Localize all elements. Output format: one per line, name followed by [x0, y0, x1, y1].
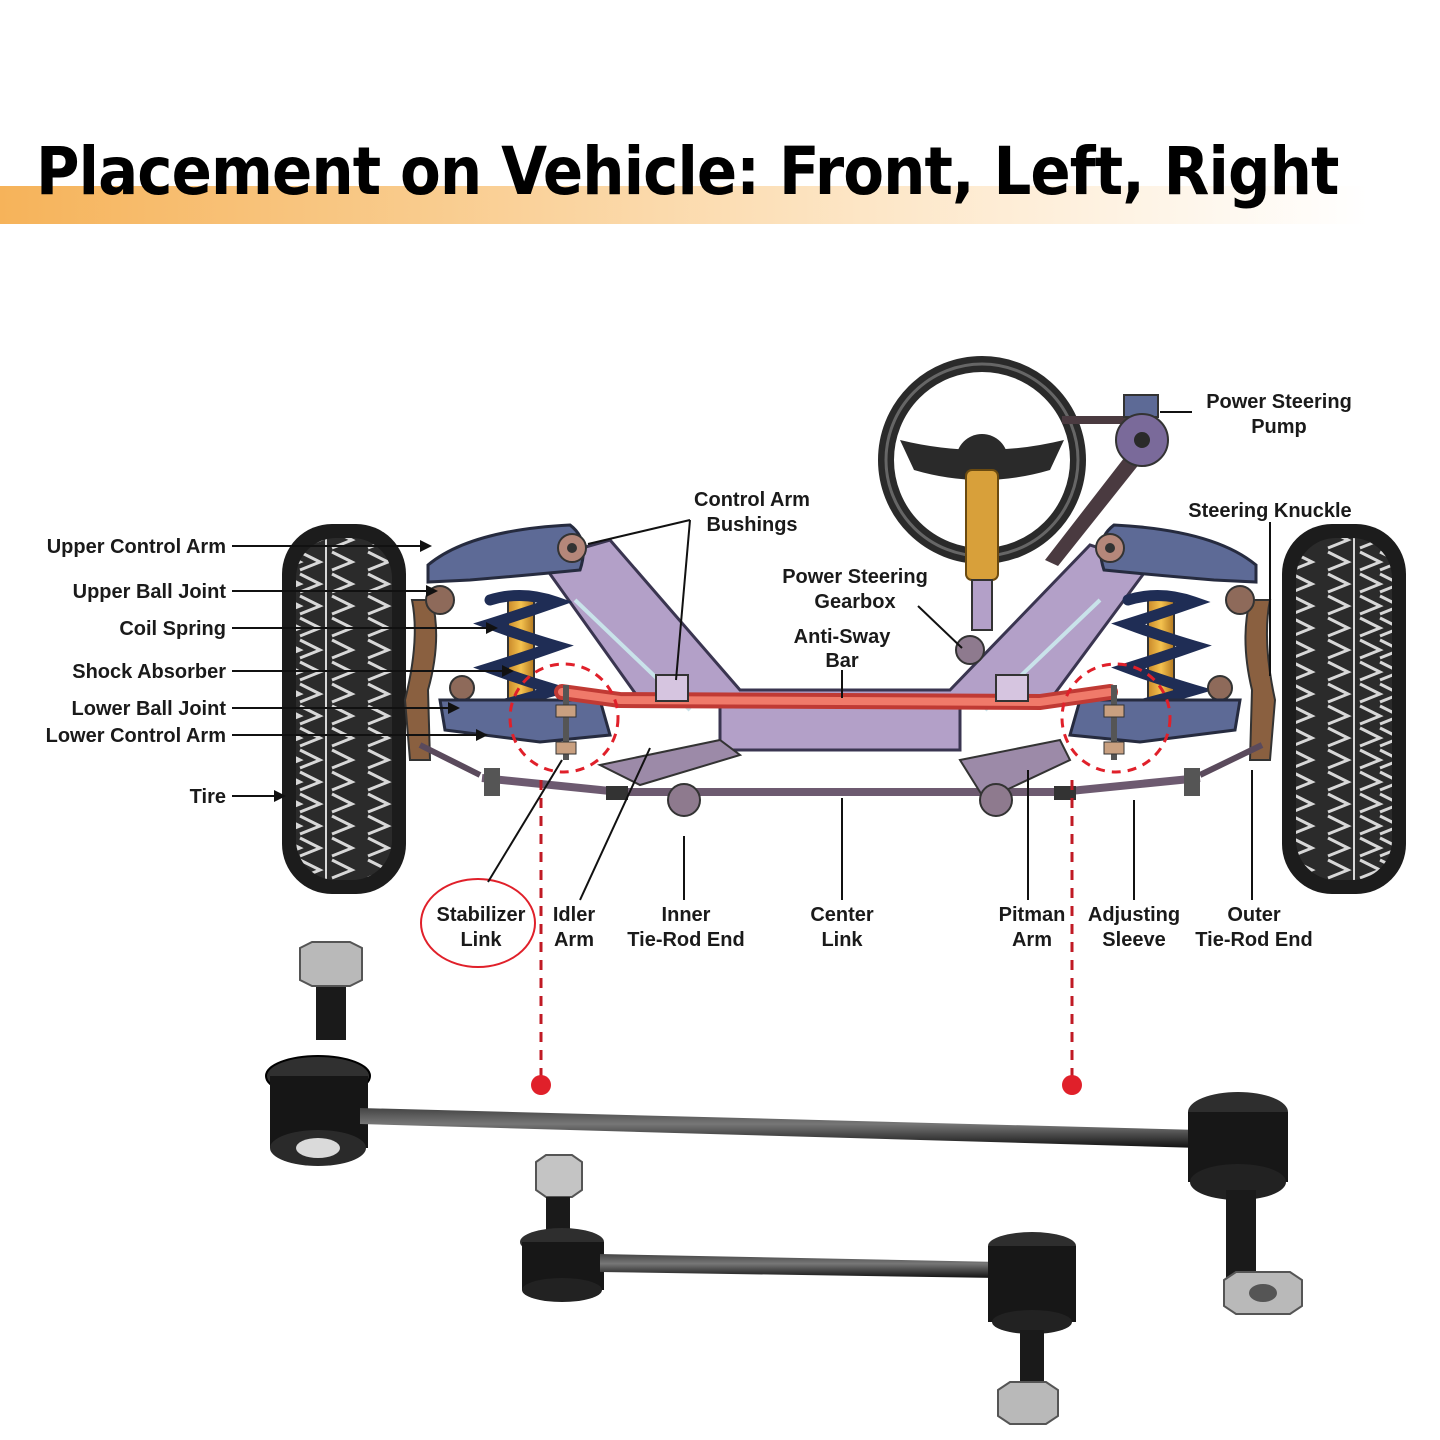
label-power-steering-pump-1: Power Steering — [1206, 391, 1352, 413]
label-upper-ball-joint: Upper Ball Joint — [73, 581, 227, 603]
steering-knuckle-left — [403, 599, 438, 761]
label-power-steering-gearbox-2: Gearbox — [814, 591, 895, 613]
lower-ball-joint-left — [449, 675, 475, 701]
label-control-arm-bushings-1: Control Arm — [694, 489, 810, 511]
label-center-link-1: Center — [810, 904, 874, 926]
inner-tie-rod-end — [667, 783, 701, 817]
stabilizer-link-part-icon — [265, 941, 1303, 1315]
label-anti-sway-bar-2: Bar — [825, 650, 859, 672]
power-steering-gearbox — [955, 635, 985, 665]
steering-linkage — [418, 738, 1264, 817]
label-shock-absorber: Shock Absorber — [72, 661, 226, 683]
page-title: Placement on Vehicle: Front, Left, Right — [36, 133, 1339, 210]
label-inner-tie-rod-end-1: Inner — [662, 904, 711, 926]
label-coil-spring: Coil Spring — [119, 618, 226, 640]
label-outer-tie-rod-end-2: Tie-Rod End — [1195, 929, 1312, 951]
label-adjusting-sleeve-2: Sleeve — [1102, 929, 1165, 951]
outer-tie-rod-end-right — [1184, 768, 1200, 796]
label-tire: Tire — [190, 786, 226, 808]
label-inner-tie-rod-end-2: Tie-Rod End — [627, 929, 744, 951]
stabilizer-link-short-part — [520, 1154, 1076, 1425]
frame-bushing-right — [995, 674, 1029, 702]
coil-spring-right — [1111, 589, 1214, 714]
label-idler-arm-1: Idler — [553, 904, 595, 926]
label-lower-control-arm: Lower Control Arm — [46, 725, 226, 747]
label-adjusting-sleeve-1: Adjusting — [1088, 904, 1180, 926]
label-power-steering-gearbox-1: Power Steering — [782, 566, 928, 588]
stabilizer-link-highlight — [420, 878, 536, 968]
label-stabilizer-link-1: Stabilizer — [437, 904, 526, 926]
label-power-steering-pump-2: Pump — [1251, 416, 1307, 438]
power-steering-pump — [1045, 394, 1169, 566]
label-upper-control-arm: Upper Control Arm — [47, 536, 226, 558]
lower-control-arm-right — [1068, 698, 1242, 744]
title-banner — [0, 186, 1440, 224]
label-outer-tie-rod-end-1: Outer — [1227, 904, 1281, 926]
label-control-arm-bushings-2: Bushings — [706, 514, 797, 536]
steering-wheel-icon — [878, 356, 1086, 665]
upper-control-arm-right — [1095, 523, 1258, 584]
label-center-link-2: Link — [821, 929, 863, 951]
frame-bushing-left — [655, 674, 689, 702]
upper-ball-joint-right — [1225, 585, 1255, 615]
label-pitman-arm-2: Arm — [1012, 929, 1052, 951]
steering-knuckle-right — [1244, 599, 1277, 761]
upper-control-arm-left — [426, 523, 587, 584]
label-stabilizer-link-2: Link — [460, 929, 502, 951]
label-idler-arm-2: Arm — [554, 929, 594, 951]
label-anti-sway-bar-1: Anti-Sway — [794, 626, 892, 648]
pitman-arm — [958, 738, 1072, 802]
outer-tie-rod-end-left — [484, 768, 500, 796]
tire-right — [1282, 524, 1406, 894]
stabilizer-link-left-diagram — [555, 685, 577, 760]
stabilizer-link-right-diagram — [1103, 685, 1125, 760]
idler-arm — [596, 738, 743, 787]
label-steering-knuckle: Steering Knuckle — [1188, 500, 1351, 522]
label-pitman-arm-1: Pitman — [999, 904, 1066, 926]
label-lower-ball-joint: Lower Ball Joint — [72, 698, 227, 720]
highlight-markers — [420, 662, 1172, 1095]
lower-ball-joint-right — [1207, 675, 1233, 701]
